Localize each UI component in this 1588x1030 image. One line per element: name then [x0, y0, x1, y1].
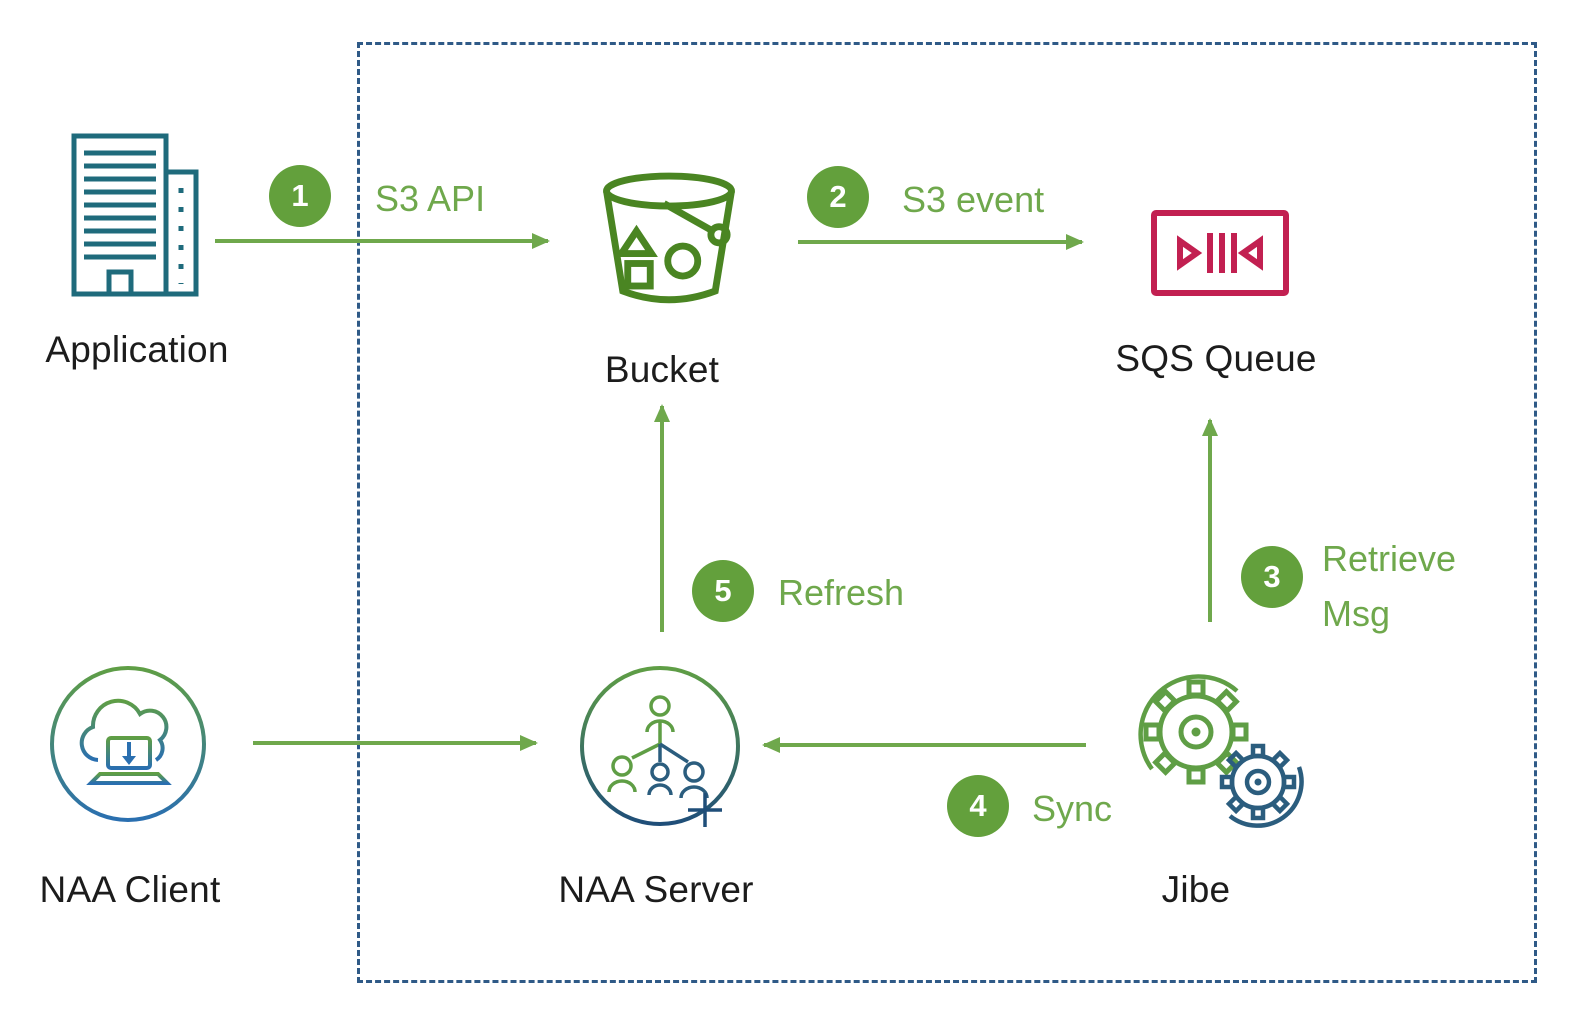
step-3-label-line2: Msg: [1322, 593, 1391, 634]
jibe-label: Jibe: [1161, 869, 1231, 910]
application-label: Application: [45, 329, 229, 370]
sqs-queue-icon: [1150, 209, 1290, 297]
step-4-badge: 4: [947, 775, 1009, 837]
step-2-label: S3 event: [902, 179, 1045, 220]
step-3-label: Retrieve Msg: [1322, 531, 1502, 641]
building-icon: [62, 126, 212, 306]
system-boundary: [357, 42, 1537, 983]
step-2-badge: 2: [807, 166, 869, 228]
step-3-badge: 3: [1241, 546, 1303, 608]
step-5-badge: 5: [692, 560, 754, 622]
step-1-badge: 1: [269, 165, 331, 227]
gears-icon: [1118, 650, 1308, 835]
step-1-label: S3 API: [375, 178, 486, 219]
step-5-label: Refresh: [778, 572, 905, 613]
bucket-label: Bucket: [604, 349, 720, 390]
step-4-label: Sync: [1032, 788, 1113, 829]
cloud-laptop-icon: [46, 662, 210, 826]
sqs-queue-label: SQS Queue: [1115, 338, 1317, 379]
naa-server-label: NAA Server: [558, 869, 754, 910]
naa-client-label: NAA Client: [39, 869, 221, 910]
org-users-circle-icon: [576, 662, 746, 832]
s3-bucket-icon: [594, 166, 744, 316]
step-3-label-line1: Retrieve: [1322, 538, 1457, 579]
